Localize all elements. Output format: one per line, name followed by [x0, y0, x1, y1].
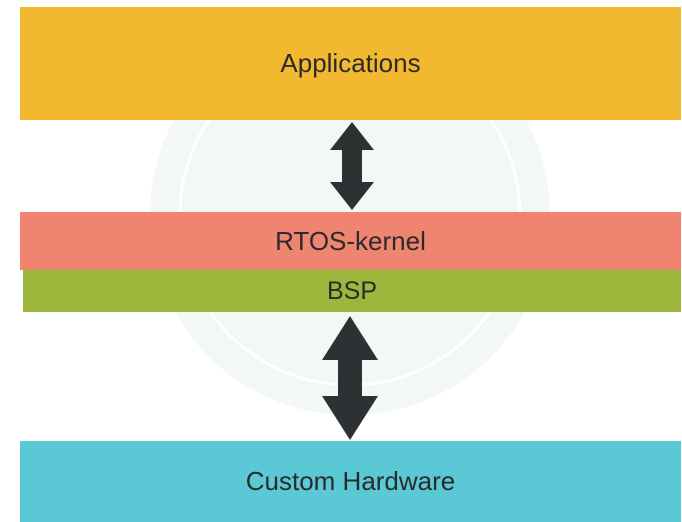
- rtos-kernel-label: RTOS-kernel: [275, 225, 426, 256]
- custom-hardware-label: Custom Hardware: [245, 466, 456, 496]
- bsp-layer: BSP: [23, 270, 681, 312]
- double-arrow-icon: [330, 122, 374, 210]
- bsp-label: BSP: [326, 276, 378, 305]
- double-arrow-icon: [322, 316, 378, 440]
- applications-layer: Applications: [20, 7, 681, 120]
- applications-label: Applications: [280, 48, 421, 78]
- rtos-kernel-layer: RTOS-kernel: [20, 212, 681, 270]
- custom-hardware-layer: Custom Hardware: [20, 441, 681, 522]
